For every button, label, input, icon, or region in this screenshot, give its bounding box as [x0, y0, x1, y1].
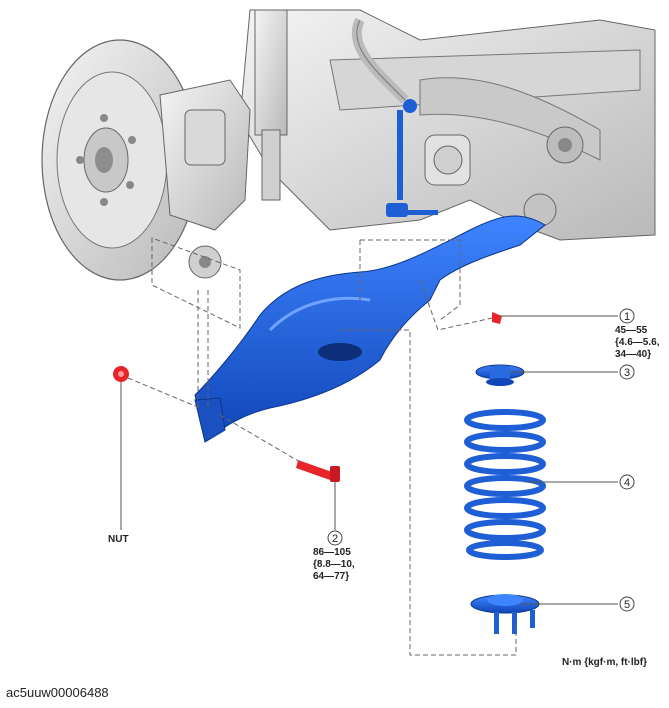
brake-caliper-icon [159, 79, 251, 279]
svg-text:45—55: 45—55 [615, 325, 648, 336]
svg-text:1: 1 [624, 311, 630, 323]
figure-caption: ac5uuw00006488 [6, 685, 109, 700]
units-label: N·m {kgf·m, ft·lbf} [562, 657, 647, 668]
lower-arm-icon [194, 215, 546, 443]
svg-text:{4.6—5.6,: {4.6—5.6, [615, 337, 660, 348]
svg-text:3: 3 [624, 367, 630, 379]
callout-3: 3 [619, 364, 635, 380]
spring-seat-icon [470, 594, 540, 634]
svg-text:86—105: 86—105 [313, 547, 351, 558]
svg-text:34—40}: 34—40} [615, 349, 651, 360]
svg-text:{8.8—10,: {8.8—10, [313, 559, 355, 570]
brake-rotor-icon [41, 39, 199, 281]
spring-seat-icon [475, 364, 525, 386]
svg-text:64—77}: 64—77} [313, 571, 349, 582]
bolt-icon [492, 312, 502, 324]
nut-icon [113, 366, 129, 382]
coil-spring-icon [464, 409, 546, 560]
leader-lines [120, 315, 618, 605]
bolt-icon [296, 460, 340, 482]
svg-text:4: 4 [624, 477, 630, 489]
callout-2: 2 86—105 {8.8—10, 64—77} [313, 530, 355, 582]
stabilizer-link-icon [351, 17, 438, 217]
chassis-assembly [239, 9, 656, 241]
callout-4: 4 [619, 474, 635, 490]
svg-text:2: 2 [332, 533, 338, 545]
callout-1: 1 45—55 {4.6—5.6, 34—40} [615, 308, 660, 360]
assembly-guide-lines [127, 237, 517, 656]
nut-label: NUT [108, 534, 129, 545]
callout-5: 5 [619, 596, 635, 612]
svg-text:5: 5 [624, 599, 630, 611]
shock-absorber-icon [254, 9, 288, 201]
